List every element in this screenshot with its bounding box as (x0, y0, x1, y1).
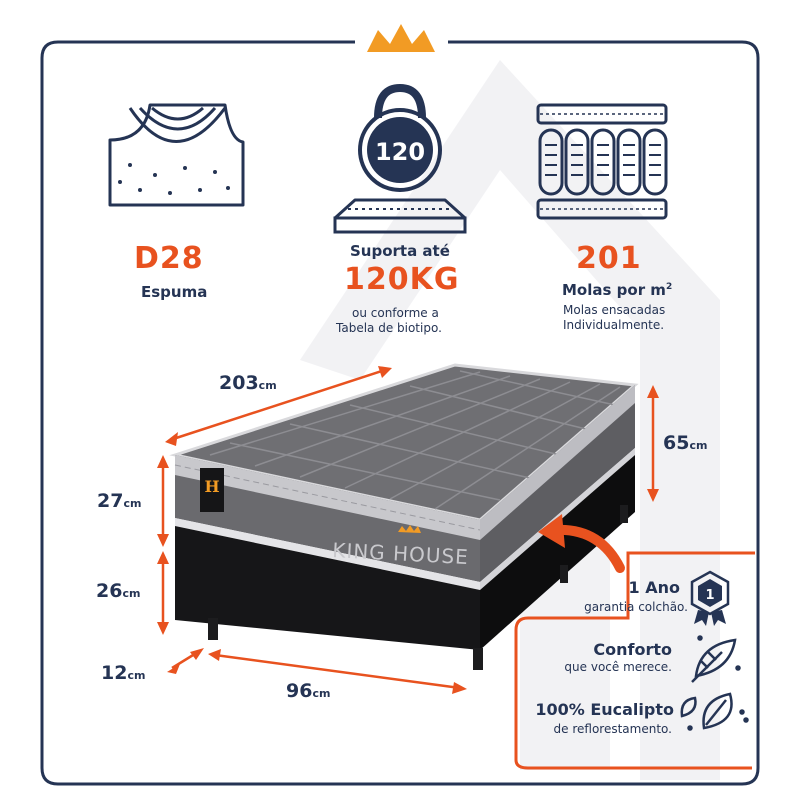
foam-density-value: D28 (134, 241, 204, 276)
support-note-line1: ou conforme a (352, 306, 439, 320)
dimension-arrows (157, 366, 659, 694)
benefits-box (514, 551, 755, 752)
warranty-badge-icon: 1 (690, 570, 730, 626)
springs-note-line1: Molas ensacadas (563, 303, 666, 317)
support-value: 120KG (344, 262, 460, 297)
mattress-height-dimension: 27cm (97, 490, 142, 512)
foam-density-icon (108, 103, 245, 207)
support-note-line2: Tabela de biotipo. (336, 321, 442, 335)
benefit-eucalyptus-subtitle: de reflorestamento. (553, 722, 672, 736)
benefit-comfort-subtitle: que você merece. (564, 660, 672, 674)
crown-icon (367, 24, 435, 52)
pointer-arrow-icon (538, 514, 625, 573)
kettlebell-icon: 120 (333, 83, 467, 234)
brand-tag-letter: H (204, 477, 219, 496)
benefit-comfort-title: Conforto (593, 640, 672, 659)
foam-label: Espuma (141, 283, 208, 301)
pocket-springs-icon (536, 103, 668, 220)
width-dimension: 96cm (286, 680, 331, 702)
feet-height-dimension: 12cm (101, 662, 146, 684)
brand-tag (200, 468, 224, 512)
support-label: Suporta até (350, 242, 450, 260)
total-height-dimension: 65cm (663, 432, 708, 454)
kettlebell-number: 120 (375, 138, 425, 166)
benefit-warranty-subtitle: garantia colchão. (584, 600, 688, 614)
springs-value: 201 (576, 241, 642, 276)
outer-frame (40, 40, 760, 786)
base-height-dimension: 26cm (96, 580, 141, 602)
springs-note-line2: Individualmente. (563, 318, 665, 332)
warranty-badge-number: 1 (705, 588, 714, 603)
springs-label: Molas por m2 (562, 281, 673, 299)
feather-icon (691, 635, 741, 683)
benefit-warranty-title: 1 Ano (628, 578, 680, 597)
benefit-eucalyptus-title: 100% Eucalipto (535, 700, 674, 719)
brand-crown-icon (398, 525, 421, 533)
leaf-icon (680, 692, 749, 731)
length-dimension: 203cm (219, 372, 277, 394)
